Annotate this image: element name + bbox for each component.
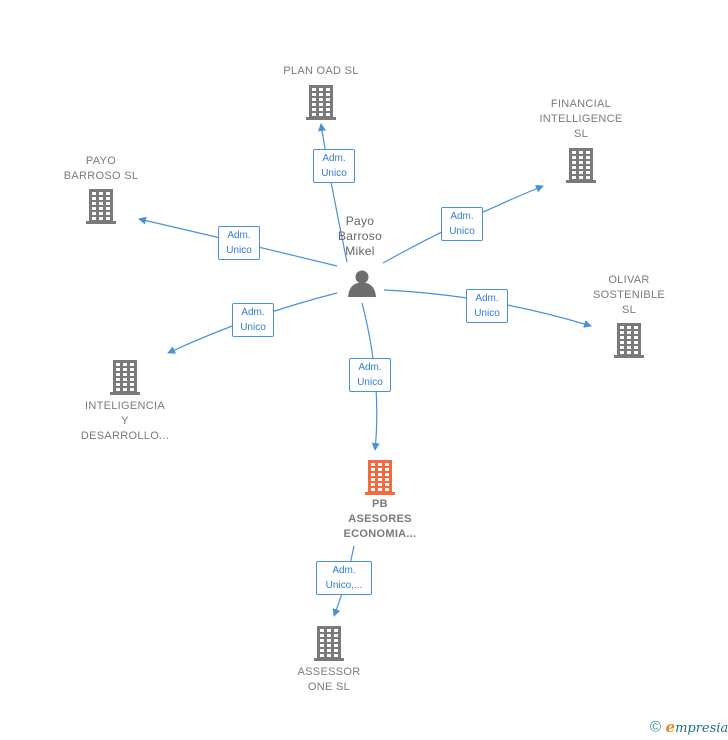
relation-label-line: Adm. <box>322 153 346 164</box>
relation-label-line: Unico <box>240 322 266 333</box>
building-icon <box>314 626 344 661</box>
building-icon <box>365 460 395 495</box>
relation-label-line: Unico <box>357 377 383 388</box>
company-node-payo-barroso[interactable]: PAYO BARROSO SL <box>31 154 171 184</box>
relation-label-line: Adm. <box>475 293 499 304</box>
company-node-assessor-one-label: ASSESSOR ONE SL <box>259 665 399 695</box>
relation-label-plan-oad[interactable]: Adm. Unico <box>313 149 355 183</box>
company-node-plan-oad-label-line: PLAN OAD SL <box>283 65 359 77</box>
relation-label-line: Adm. <box>358 362 382 373</box>
company-node-payo-barroso-label-line: BARROSO SL <box>63 170 139 182</box>
company-node-inteligencia-desarrollo-label-line: DESARROLLO... <box>80 430 170 442</box>
company-node-financial-intelligence-label: FINANCIAL INTELLIGENCE SL <box>511 97 651 142</box>
brand-logo: empresia <box>665 718 728 736</box>
company-node-assessor-one-label-line: ASSESSOR <box>297 666 361 678</box>
company-node-olivar-sostenible-label: OLIVAR SOSTENIBLE SL <box>559 273 699 318</box>
company-node-plan-oad[interactable]: PLAN OAD SL <box>251 64 391 79</box>
company-node-financial-intelligence-label-line: INTELLIGENCE <box>539 113 623 125</box>
company-node-financial-intelligence[interactable]: FINANCIAL INTELLIGENCE SL <box>511 97 651 142</box>
person-node-payo-barroso-mikel-label-line: Payo <box>345 214 375 228</box>
copyright-icon: © <box>650 718 662 736</box>
relation-label-line: Unico <box>321 168 347 179</box>
relation-label-line: Adm. <box>450 211 474 222</box>
relation-label-line: Unico <box>226 245 252 256</box>
relation-label-line: Unico,... <box>325 580 363 591</box>
company-node-assessor-one[interactable]: ASSESSOR ONE SL <box>259 665 399 695</box>
company-node-pb-asesores-label-line: ECONOMIA... <box>343 528 417 540</box>
company-node-pb-asesores-label-line: ASESORES <box>348 513 412 525</box>
building-icon <box>86 189 116 224</box>
relation-label-line: Unico <box>449 226 475 237</box>
relation-label-olivar-sostenible[interactable]: Adm. Unico <box>466 289 508 323</box>
company-node-financial-intelligence-label-line: FINANCIAL <box>550 98 612 110</box>
relation-label-line: Adm. <box>227 230 251 241</box>
person-node-payo-barroso-mikel-label-line: Barroso <box>337 229 383 243</box>
company-node-payo-barroso-label: PAYO BARROSO SL <box>31 154 171 184</box>
company-node-inteligencia-desarrollo-label: INTELIGENCIA Y DESARROLLO... <box>55 399 195 444</box>
company-node-pb-asesores-label-line: PB <box>372 498 388 510</box>
building-icon <box>306 85 336 120</box>
company-node-payo-barroso-label-line: PAYO <box>85 155 117 167</box>
company-node-pb-asesores[interactable]: PB ASESORES ECONOMIA... <box>310 497 450 542</box>
icons-layer <box>86 85 644 661</box>
relation-label-pb-asesores[interactable]: Adm. Unico <box>349 358 391 392</box>
company-node-inteligencia-desarrollo-label-line: INTELIGENCIA <box>84 400 165 412</box>
company-node-olivar-sostenible[interactable]: OLIVAR SOSTENIBLE SL <box>559 273 699 318</box>
person-icon <box>348 270 376 297</box>
company-node-inteligencia-desarrollo-label-line: Y <box>121 415 129 427</box>
building-icon <box>110 360 140 395</box>
relation-label-line: Adm. <box>332 565 356 576</box>
company-node-inteligencia-desarrollo[interactable]: INTELIGENCIA Y DESARROLLO... <box>55 399 195 444</box>
footer-brand[interactable]: © empresia <box>650 718 728 740</box>
company-node-pb-asesores-label: PB ASESORES ECONOMIA... <box>310 497 450 542</box>
company-node-olivar-sostenible-label-line: SOSTENIBLE <box>592 289 666 301</box>
building-icon <box>614 323 644 358</box>
relation-label-financial-intelligence[interactable]: Adm. Unico <box>441 207 483 241</box>
company-node-olivar-sostenible-label-line: OLIVAR <box>608 274 650 286</box>
relation-label-line: Unico <box>474 308 500 319</box>
person-node-payo-barroso-mikel-label-line: Mikel <box>345 244 375 258</box>
company-node-financial-intelligence-label-line: SL <box>573 128 589 140</box>
building-icon <box>566 148 596 183</box>
company-node-plan-oad-label: PLAN OAD SL <box>251 64 391 79</box>
relation-label-assessor-one[interactable]: Adm. Unico,... <box>316 561 372 595</box>
company-node-olivar-sostenible-label-line: SL <box>621 304 637 316</box>
relation-label-payo-barroso[interactable]: Adm. Unico <box>218 226 260 260</box>
relation-label-line: Adm. <box>241 307 265 318</box>
relation-label-inteligencia-desarrollo[interactable]: Adm. Unico <box>232 303 274 337</box>
company-node-assessor-one-label-line: ONE SL <box>307 681 351 693</box>
